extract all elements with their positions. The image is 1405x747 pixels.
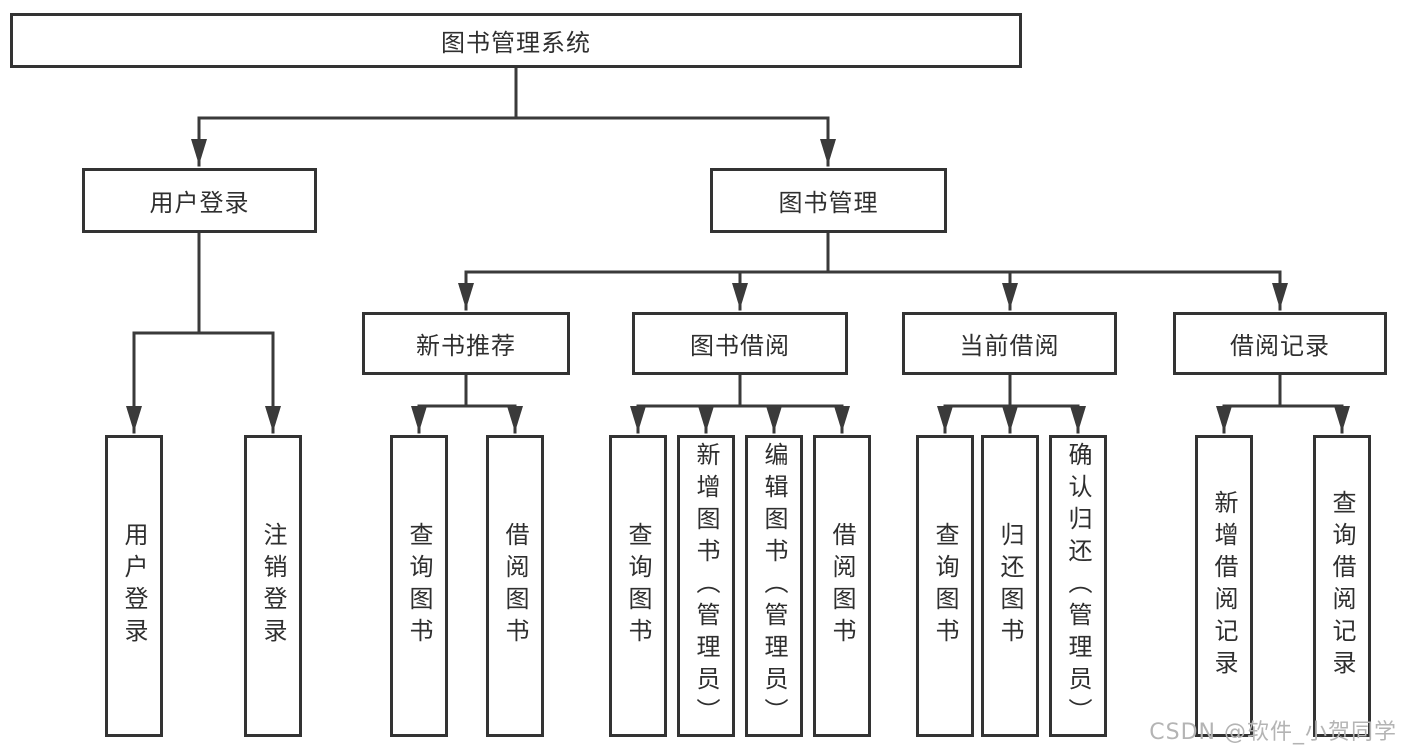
node-label: 借阅图书 <box>828 522 856 650</box>
node-label: 编辑图书（管理员） <box>760 442 788 730</box>
node-label: 图书管理系统 <box>441 29 591 57</box>
node-label: 查询借阅记录 <box>1328 490 1356 682</box>
node-root-system: 图书管理系统 <box>10 13 1022 68</box>
node-label: 新书推荐 <box>416 332 516 360</box>
node-label: 新增图书（管理员） <box>692 442 720 730</box>
node-label: 确认归还（管理员） <box>1064 442 1092 730</box>
leaf-logout: 注销登录 <box>244 435 302 737</box>
node-label: 新增借阅记录 <box>1210 490 1238 682</box>
node-label: 当前借阅 <box>959 332 1060 360</box>
node-label: 借阅记录 <box>1230 332 1330 360</box>
node-label: 查询图书 <box>405 522 433 650</box>
connector-login-children <box>126 231 281 434</box>
node-label: 图书借阅 <box>690 332 790 360</box>
leaf-recommend-query-books: 查询图书 <box>390 435 448 737</box>
leaf-return-books: 归还图书 <box>981 435 1039 737</box>
connector-recommend-children <box>411 373 523 434</box>
node-label: 图书管理 <box>778 189 879 217</box>
node-label: 归还图书 <box>996 522 1024 650</box>
node-new-book-recommend: 新书推荐 <box>362 312 570 375</box>
connector-borrow-children <box>630 373 850 434</box>
leaf-user-login: 用户登录 <box>105 435 163 737</box>
connector-records-children <box>1216 373 1350 434</box>
node-label: 用户登录 <box>149 189 250 217</box>
leaf-query-borrow-record: 查询借阅记录 <box>1313 435 1371 737</box>
connector-management-children <box>458 231 1288 311</box>
node-borrow-records: 借阅记录 <box>1173 312 1387 375</box>
leaf-borrow-books: 借阅图书 <box>813 435 871 737</box>
leaf-edit-books-admin: 编辑图书（管理员） <box>745 435 803 737</box>
csdn-watermark: CSDN @软件_小贺同学 <box>1149 720 1397 745</box>
leaf-recommend-borrow-books: 借阅图书 <box>486 435 544 737</box>
connector-root-to-level2 <box>191 66 836 167</box>
node-label: 注销登录 <box>259 522 287 650</box>
node-user-login: 用户登录 <box>82 168 317 233</box>
node-label: 查询图书 <box>624 522 652 650</box>
leaf-add-books-admin: 新增图书（管理员） <box>677 435 735 737</box>
leaf-borrow-query-books: 查询图书 <box>609 435 667 737</box>
node-current-borrow: 当前借阅 <box>902 312 1117 375</box>
node-book-management: 图书管理 <box>710 168 947 233</box>
leaf-confirm-return-admin: 确认归还（管理员） <box>1049 435 1107 737</box>
node-label: 借阅图书 <box>501 522 529 650</box>
leaf-current-query-books: 查询图书 <box>916 435 974 737</box>
connector-current-children <box>937 373 1086 434</box>
node-label: 查询图书 <box>931 522 959 650</box>
node-book-borrow: 图书借阅 <box>632 312 848 375</box>
node-label: 用户登录 <box>120 522 148 650</box>
leaf-add-borrow-record: 新增借阅记录 <box>1195 435 1253 737</box>
